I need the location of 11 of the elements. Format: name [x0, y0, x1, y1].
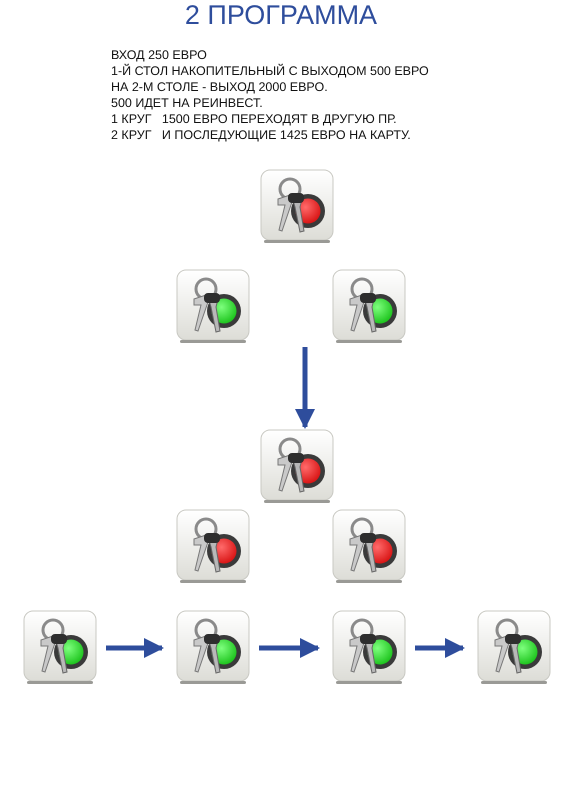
note-text: НА 2-М СТОЛЕ - ВЫХОД 2000 ЕВРО.	[111, 79, 328, 95]
note-text: 2 КРУГ И ПОСЛЕДУЮЩИЕ 1425 ЕВРО НА КАРТУ.	[111, 127, 411, 143]
note-text: 500 ИДЕТ НА РЕИНВЕСТ.	[111, 95, 263, 111]
note-text: ВХОД 250 ЕВРО	[111, 47, 207, 63]
arrow	[259, 638, 320, 658]
arrow	[106, 638, 164, 658]
note-text: 1 КРУГ 1500 ЕВРО ПЕРЕХОДЯТ В ДРУГУЮ ПР.	[111, 111, 397, 127]
arrow	[415, 638, 465, 658]
note-text: 1-Й СТОЛ НАКОПИТЕЛЬНЫЙ С ВЫХОДОМ 500 ЕВРО	[111, 63, 429, 79]
title: 2 ПРОГРАММА	[184, 0, 378, 30]
arrow	[295, 347, 315, 429]
